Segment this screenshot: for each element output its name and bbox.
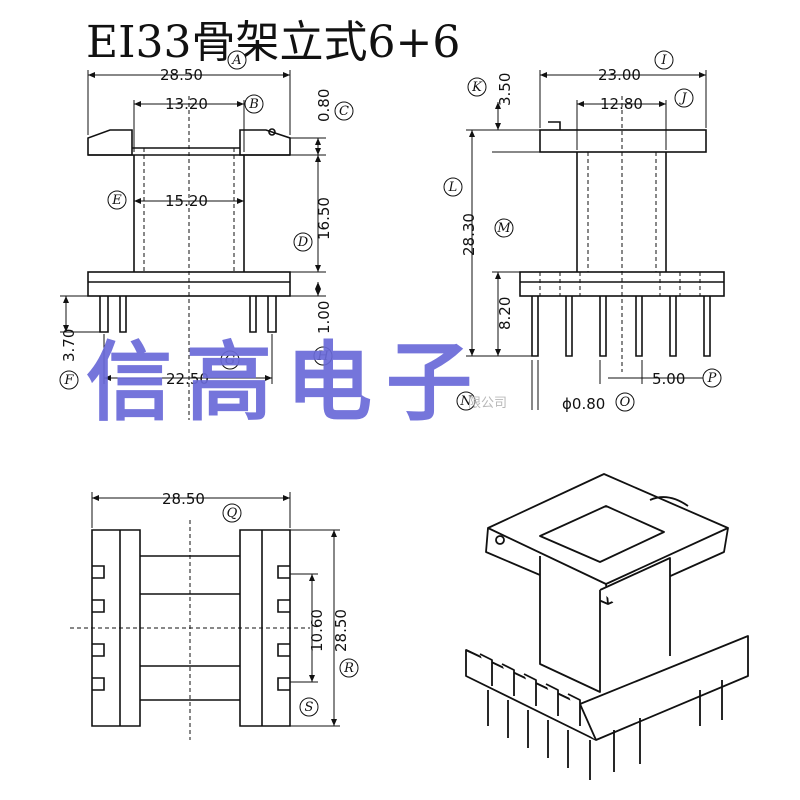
svg-text:E: E	[111, 193, 122, 208]
dim-front-base: 1.00	[315, 301, 333, 334]
top-center-lines	[70, 520, 310, 740]
watermark-small: 限公司	[468, 396, 508, 411]
side-dim-lines	[466, 70, 720, 410]
label-p: P	[702, 368, 722, 388]
label-m: M	[494, 218, 514, 238]
dim-side-pitch: 5.00	[652, 370, 685, 388]
label-f: F	[59, 370, 79, 390]
side-hidden-lines	[539, 96, 701, 372]
label-s: S	[299, 697, 319, 717]
svg-text:P: P	[707, 371, 717, 386]
dim-front-pin: 3.70	[60, 329, 78, 362]
isometric-view	[465, 473, 749, 780]
svg-text:O: O	[620, 395, 631, 410]
dim-front-flange: 0.80	[315, 89, 333, 122]
dim-side-pin-dia: ϕ0.80	[562, 395, 605, 413]
label-a: A	[227, 50, 247, 70]
svg-text:Q: Q	[227, 506, 238, 521]
svg-text:F: F	[63, 373, 74, 388]
dim-side-top: 3.50	[496, 73, 514, 106]
dim-front-width: 28.50	[160, 66, 203, 84]
page-title: EI33骨架立式6+6	[86, 17, 461, 68]
dim-front-bottom: 22.50	[166, 370, 209, 388]
top-dim-lines	[91, 492, 340, 727]
svg-text:J: J	[678, 91, 687, 106]
label-e: E	[107, 190, 127, 210]
dim-top-inner: 10.60	[308, 609, 326, 652]
svg-text:H: H	[316, 349, 329, 364]
dim-side-width: 23.00	[598, 66, 641, 84]
label-h: H	[313, 346, 333, 366]
svg-text:I: I	[660, 53, 667, 68]
side-view	[519, 121, 725, 357]
svg-text:R: R	[343, 661, 354, 676]
label-d: D	[293, 232, 313, 252]
dim-side-pin: 8.20	[496, 297, 514, 330]
watermark: 信高电子	[86, 333, 486, 433]
svg-text:A: A	[231, 53, 241, 68]
dim-side-total: 28.30	[460, 213, 478, 256]
circled-labels: A B C D E F G H I J K L M N O P Q R S	[59, 50, 722, 717]
label-i: I	[654, 50, 674, 70]
svg-text:N: N	[459, 394, 472, 409]
label-l: L	[443, 177, 463, 197]
svg-text:D: D	[297, 235, 309, 250]
dim-top-height: 28.50	[332, 609, 350, 652]
label-g: G	[220, 350, 240, 370]
dim-front-inner: 13.20	[165, 95, 208, 113]
dim-side-inner: 12.80	[600, 95, 643, 113]
label-q: Q	[222, 503, 242, 523]
svg-text:L: L	[448, 180, 458, 195]
label-c: C	[334, 101, 354, 121]
dim-front-core: 15.20	[165, 192, 208, 210]
label-r: R	[339, 658, 359, 678]
svg-text:C: C	[339, 104, 349, 119]
svg-text:K: K	[471, 80, 483, 95]
label-n: N	[456, 391, 476, 411]
svg-text:G: G	[225, 353, 235, 368]
label-o: O	[615, 392, 635, 412]
front-hidden-lines	[143, 96, 235, 420]
label-k: K	[467, 77, 487, 97]
label-j: J	[674, 88, 694, 108]
dim-top-width: 28.50	[162, 490, 205, 508]
dim-front-height: 16.50	[315, 197, 333, 240]
front-dim-lines	[60, 70, 326, 384]
svg-text:S: S	[305, 700, 314, 715]
svg-text:M: M	[496, 221, 511, 236]
label-b: B	[244, 94, 264, 114]
svg-text:B: B	[248, 97, 259, 112]
